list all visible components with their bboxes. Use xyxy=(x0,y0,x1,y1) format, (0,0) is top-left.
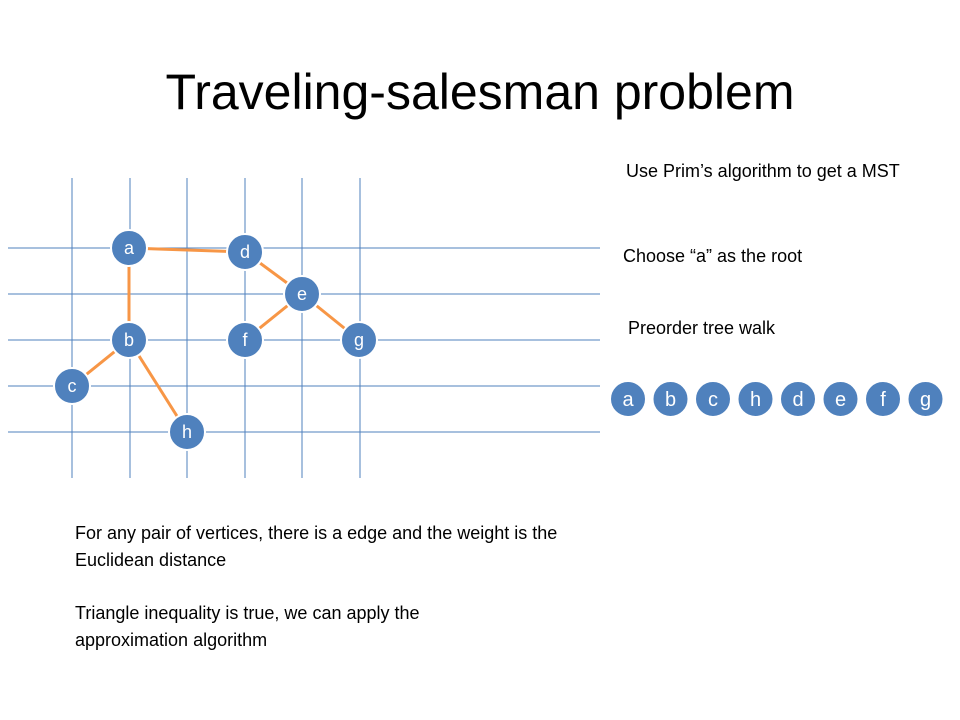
preorder-d-label: d xyxy=(792,389,803,411)
vertex-g-circle xyxy=(340,321,378,359)
prim-note: Use Prim’s algorithm to get a MST xyxy=(626,161,900,181)
vertex-h-label: h xyxy=(182,422,192,442)
preorder-h-circle xyxy=(736,380,775,418)
vertex-a-label: a xyxy=(124,238,135,258)
preorder-note: Preorder tree walk xyxy=(628,318,776,338)
vertex-c-label: c xyxy=(68,376,77,396)
vertex-g: g xyxy=(340,321,378,359)
preorder-e-circle xyxy=(821,380,860,418)
preorder-item-b: b xyxy=(651,380,690,418)
preorder-a-circle xyxy=(609,380,647,418)
vertex-c-circle xyxy=(53,367,91,405)
vertex-b: b xyxy=(110,321,148,359)
vertex-c: c xyxy=(53,367,91,405)
preorder-d-circle xyxy=(779,380,817,418)
root-note: Choose “a” as the root xyxy=(623,246,803,266)
preorder-e-label: e xyxy=(835,389,846,411)
vertex-f: f xyxy=(226,321,264,359)
preorder-item-f: f xyxy=(864,380,902,418)
vertex-b-circle xyxy=(110,321,148,359)
graph-vertices: a b c d e f g h xyxy=(53,229,378,451)
preorder-c-label: c xyxy=(708,389,718,411)
preorder-item-a: a xyxy=(609,380,647,418)
euclidean-note: For any pair of vertices, there is a edg… xyxy=(75,523,558,570)
vertex-a: a xyxy=(110,229,148,267)
slide-title: Traveling-salesman problem xyxy=(165,64,795,120)
preorder-a-label: a xyxy=(622,389,634,411)
preorder-f-label: f xyxy=(880,389,886,411)
vertex-f-label: f xyxy=(242,330,248,350)
preorder-item-h: h xyxy=(736,380,775,418)
preorder-b-label: b xyxy=(665,389,676,411)
preorder-c-circle xyxy=(694,380,732,418)
vertex-d: d xyxy=(226,233,264,271)
vertex-e: e xyxy=(283,275,321,313)
vertex-b-label: b xyxy=(124,330,134,350)
vertex-d-circle xyxy=(226,233,264,271)
grid-lines xyxy=(8,178,600,478)
vertex-e-label: e xyxy=(297,284,307,304)
vertex-h-circle xyxy=(168,413,206,451)
preorder-b-circle xyxy=(651,380,690,418)
preorder-g-circle xyxy=(906,380,945,418)
preorder-g-label: g xyxy=(920,389,931,411)
preorder-item-d: d xyxy=(779,380,817,418)
vertex-a-circle xyxy=(110,229,148,267)
vertex-h: h xyxy=(168,413,206,451)
triangle-note: Triangle inequality is true, we can appl… xyxy=(75,603,420,650)
preorder-item-c: c xyxy=(694,380,732,418)
preorder-item-e: e xyxy=(821,380,860,418)
vertex-e-circle xyxy=(283,275,321,313)
vertex-d-label: d xyxy=(240,242,250,262)
vertex-g-label: g xyxy=(354,330,364,350)
preorder-f-circle xyxy=(864,380,902,418)
vertex-f-circle xyxy=(226,321,264,359)
edge-a-d xyxy=(128,246,246,254)
preorder-h-label: h xyxy=(750,389,761,411)
preorder-item-g: g xyxy=(906,380,945,418)
